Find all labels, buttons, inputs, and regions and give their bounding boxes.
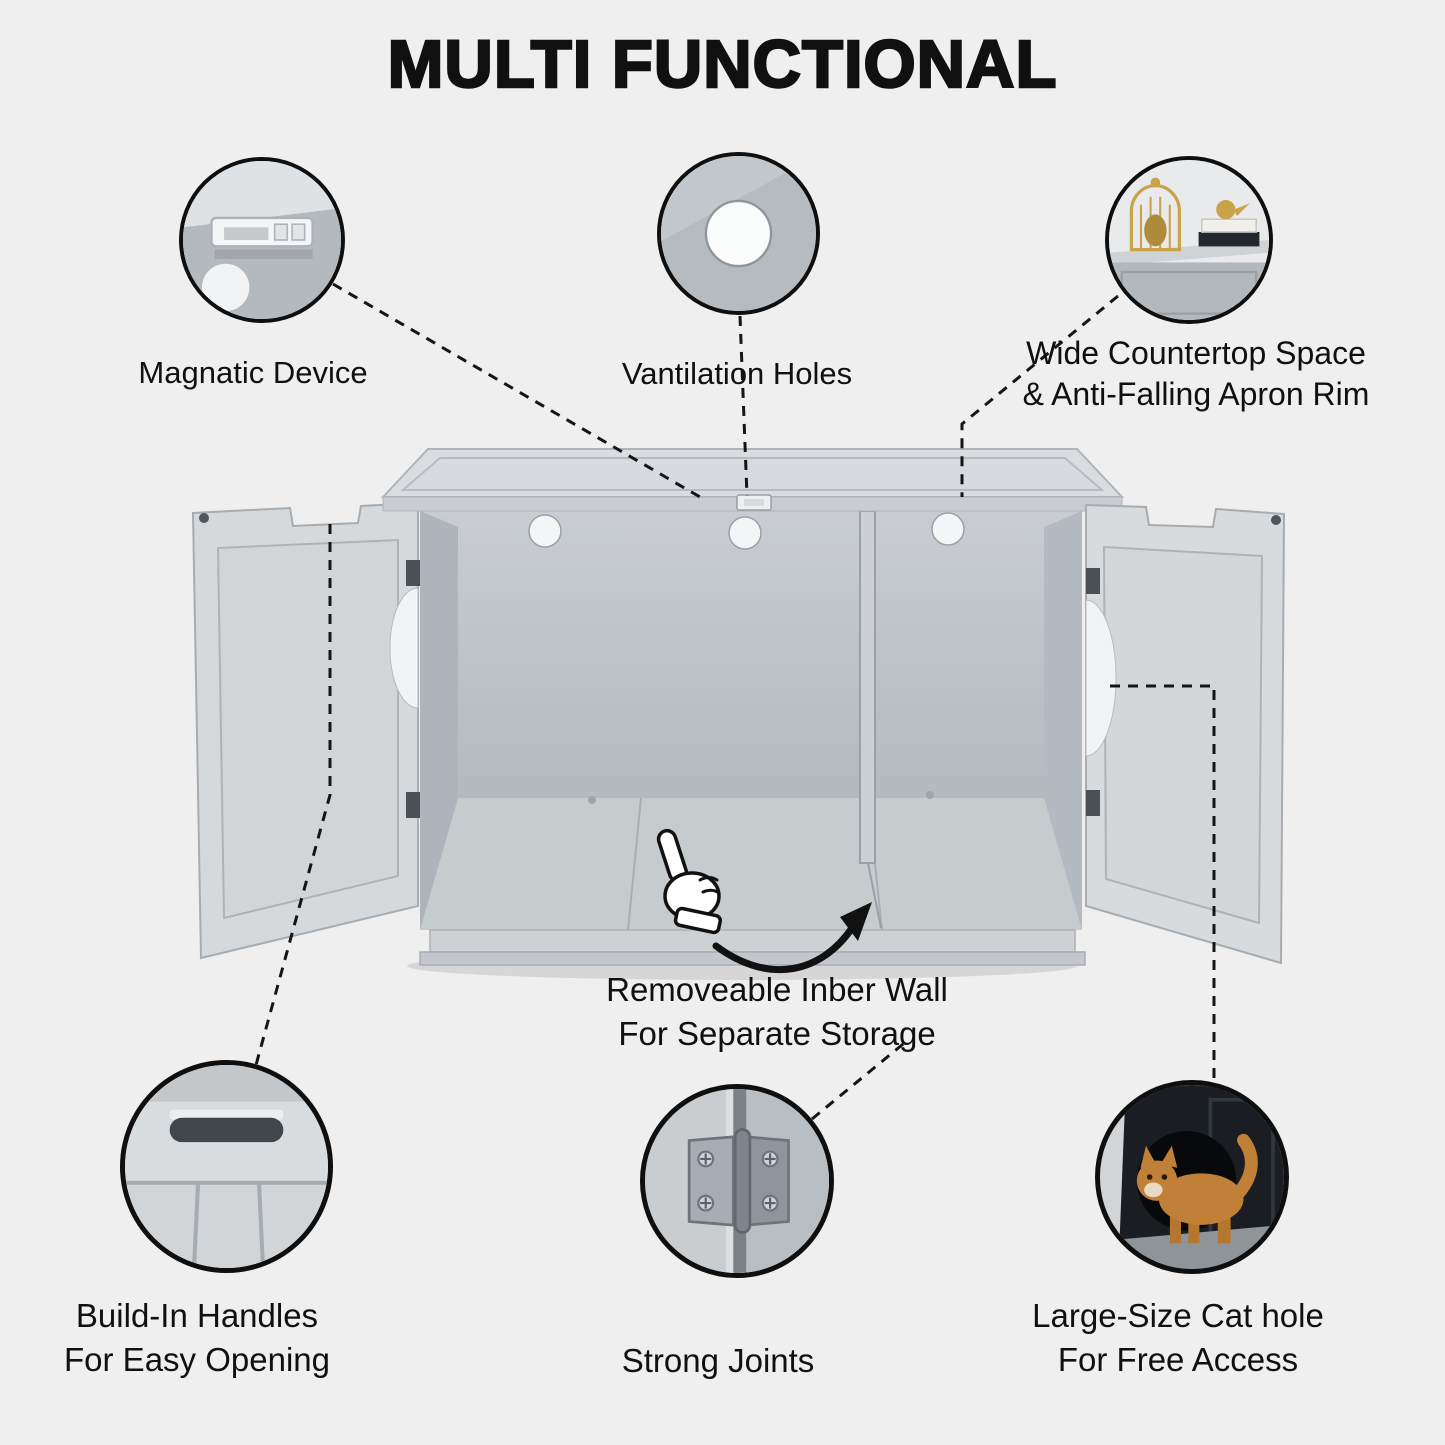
hinge-icon [645,1089,829,1273]
handle-slot-icon [125,1065,328,1268]
pointing-hand-icon [656,828,723,935]
magnetic-label-text: Magnatic Device [138,355,368,390]
cat-walking-icon [1100,1085,1284,1269]
magnetic-callout-circle [179,157,345,323]
joints-label: Strong Joints [622,1340,815,1381]
wall-screw [588,796,596,804]
cathole-callout-circle [1095,1080,1289,1274]
handles-label: Build-In Handles For Easy Opening [64,1294,330,1382]
removable-wall-note: Removeable Inber Wall For Separate Stora… [606,968,948,1056]
cathole-label-line1: Large-Size Cat hole [1032,1297,1324,1334]
magnetic-catch-icon [183,161,341,319]
handles-label-line1: Build-In Handles [75,1297,319,1334]
door-pin [199,513,209,523]
joints-label-text: Strong Joints [621,1342,815,1379]
removable-wall-note-line2: For Separate Storage [618,1015,936,1052]
removable-wall-note-line1: Removeable Inber Wall [606,971,948,1008]
vent-hole-icon [661,156,816,311]
ventilation-holes [528,512,965,550]
page-title: MULTI FUNCTIONAL [386,26,1058,104]
curved-arrow-icon [712,924,856,974]
countertop-label-line2: & Anti-Falling Apron Rim [1022,376,1370,412]
right-door [1085,503,1286,965]
countertop-label-line1: Wide Countertop Space [1026,335,1366,371]
cabinet [191,448,1286,980]
wall-screw [926,791,934,799]
ventilation-leader-line [738,315,749,497]
ventilation-callout-circle [657,152,820,315]
countertop-leader-line [960,294,1119,497]
magnetic-catch [736,494,772,511]
removable-wall-pointer [656,828,872,974]
door-pin [1271,515,1281,525]
book-stack-decor [1198,200,1260,247]
cabinet-top [380,448,1125,512]
leader-lines [254,282,1216,1121]
countertop-label: Wide Countertop Space & Anti-Falling Apr… [1023,333,1370,415]
handles-leader-line [254,524,332,1066]
ventilation-label-text: Vantilation Holes [621,356,853,391]
left-door [191,501,420,960]
door-hinge [406,560,420,586]
cathole-label-line2: For Free Access [1057,1341,1299,1378]
cabinet-interior [420,510,1082,931]
cathole-label: Large-Size Cat hole For Free Access [1032,1294,1324,1382]
cathole-leader-line [1110,684,1216,1082]
magnetic-label: Magnatic Device [138,352,367,393]
door-hinge [406,792,420,818]
countertop-callout-circle [1105,156,1273,324]
ventilation-label: Vantilation Holes [622,353,852,394]
handles-callout-circle [120,1060,333,1273]
cat [1136,1133,1258,1244]
birdcage-decor [1129,177,1181,252]
door-hinge [1086,790,1100,816]
countertop-decor-icon [1109,160,1269,320]
joints-callout-circle [640,1084,834,1278]
door-hinge [1086,568,1100,594]
curved-arrow-head [840,902,872,941]
handles-label-line2: For Easy Opening [64,1341,330,1378]
cabinet-base [419,929,1086,966]
joints-leader-line [811,1038,909,1121]
